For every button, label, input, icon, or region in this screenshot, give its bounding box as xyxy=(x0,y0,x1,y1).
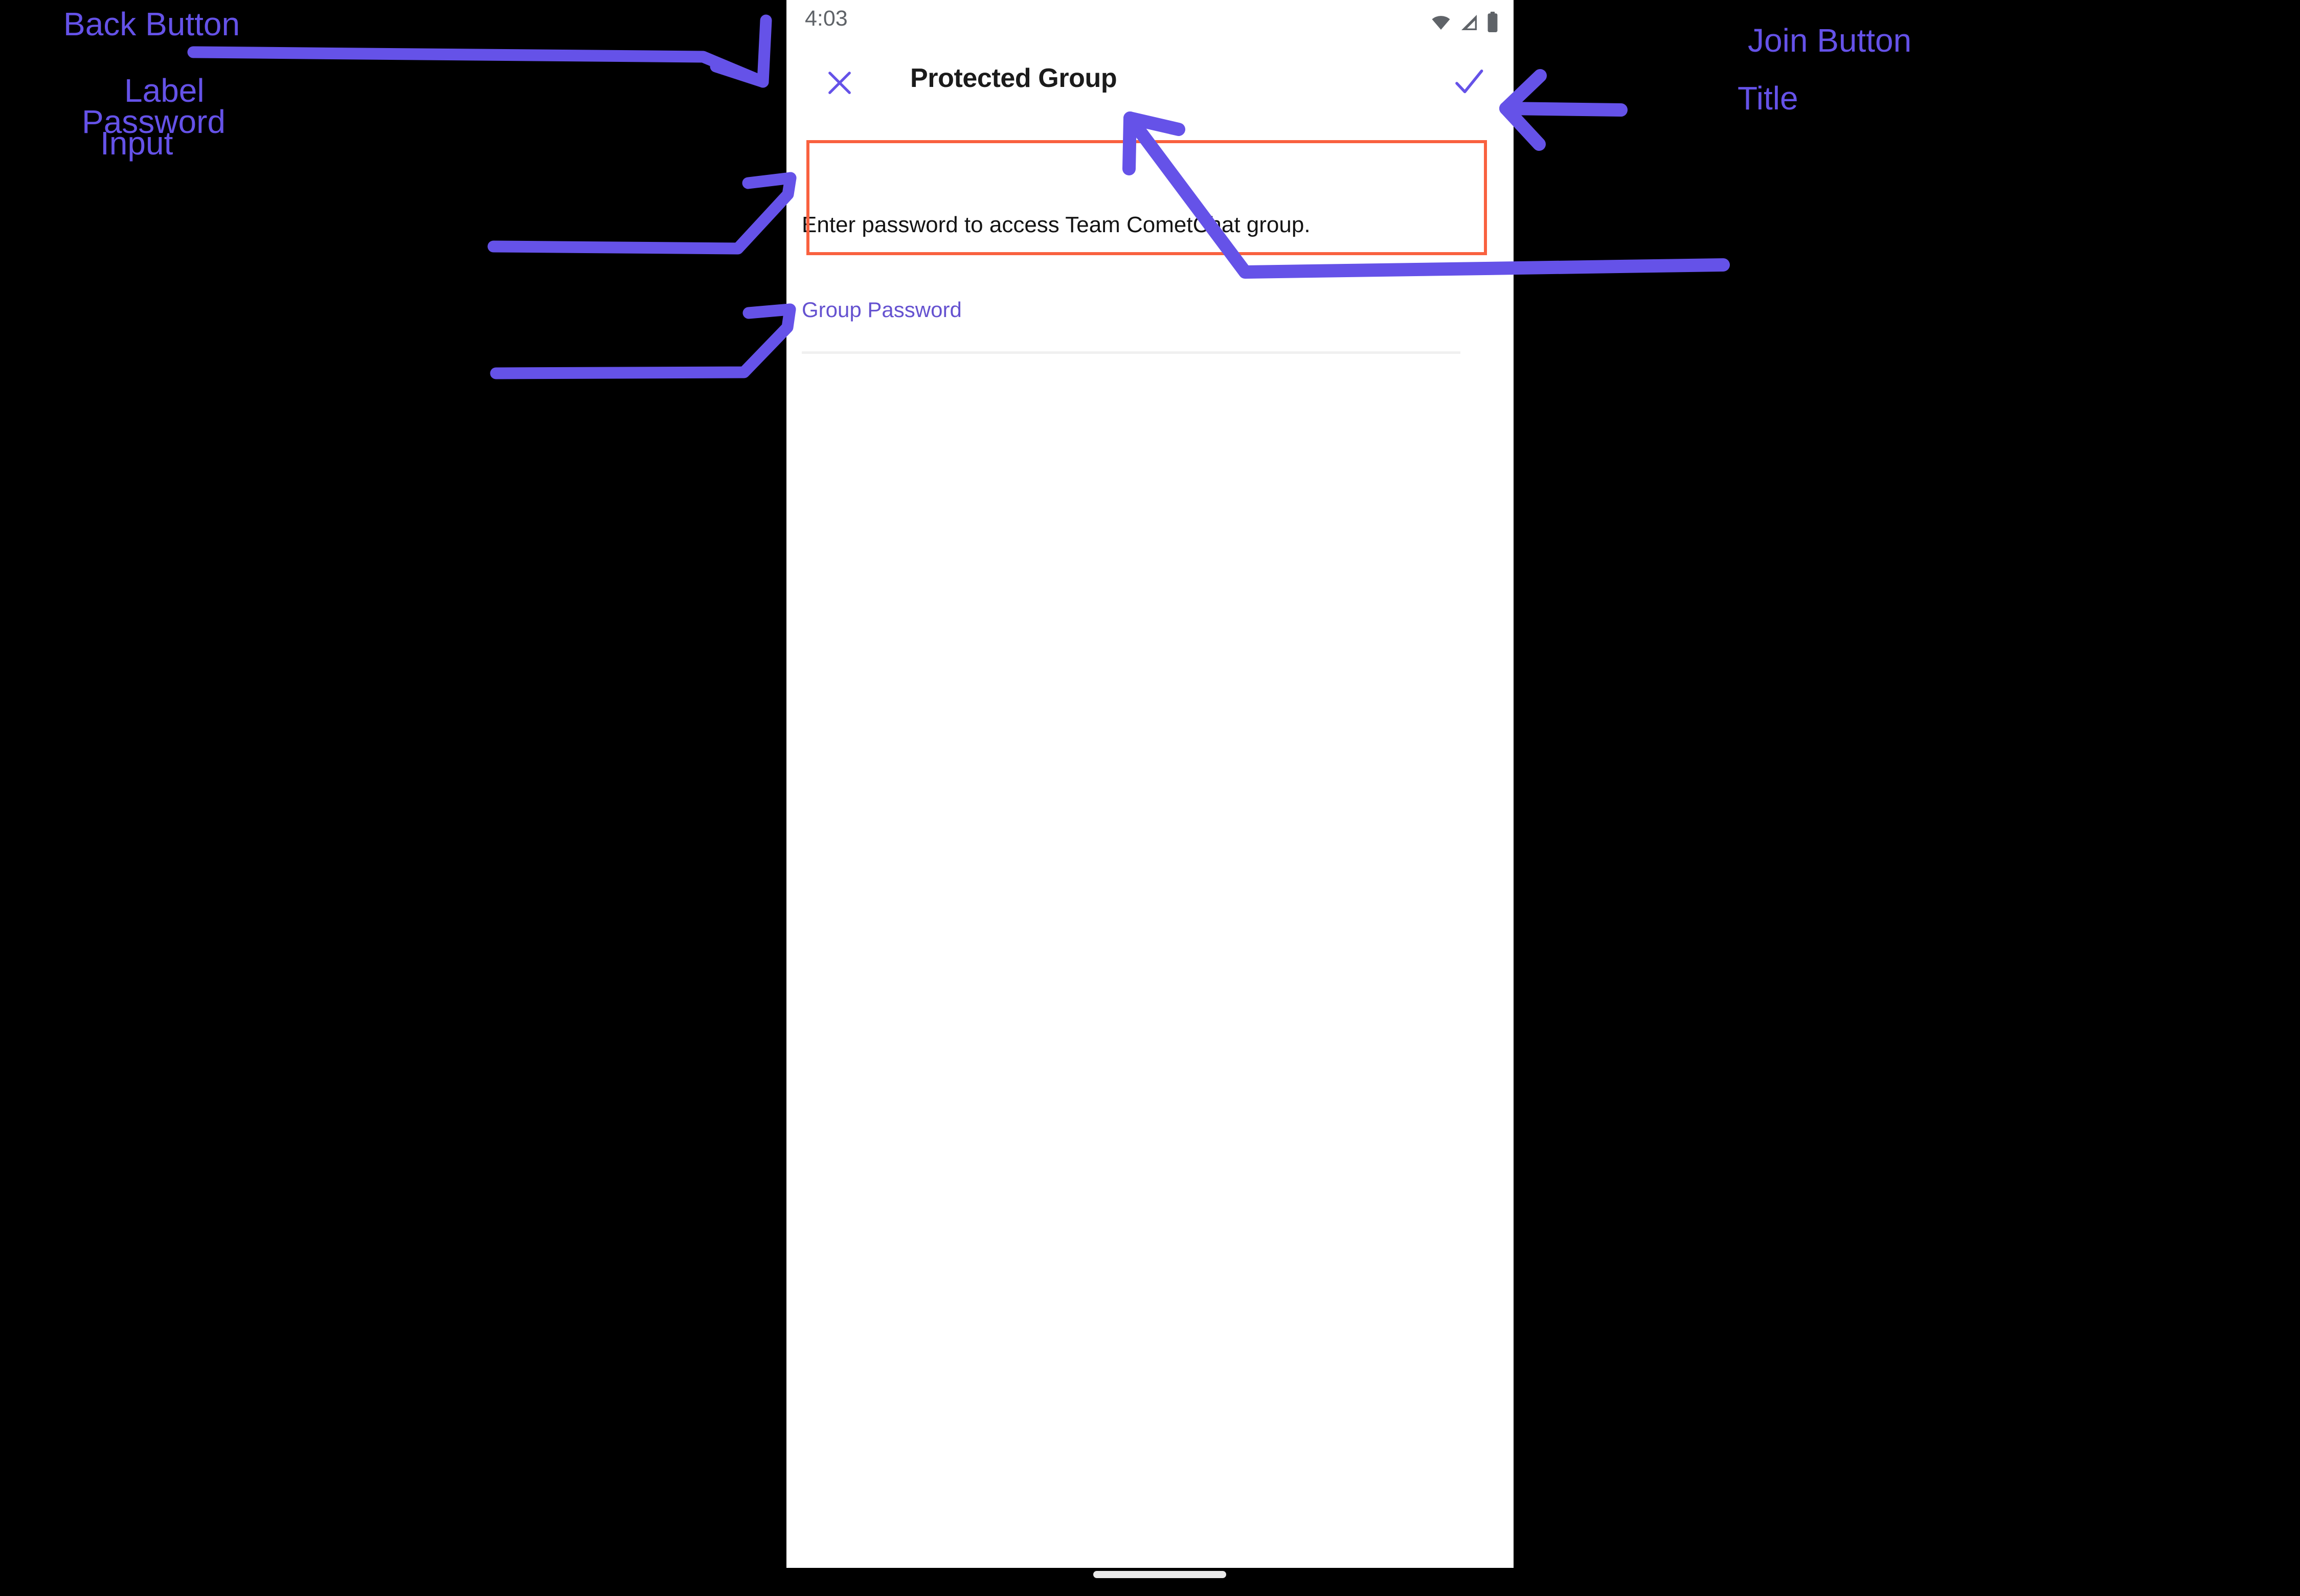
phone-screen: 4:03 xyxy=(786,0,1514,1568)
arrow-password-input xyxy=(490,303,796,379)
wifi-icon xyxy=(1430,12,1452,35)
cellular-signal-icon xyxy=(1458,12,1480,35)
status-bar: 4:03 xyxy=(786,0,1514,49)
annotation-label-back-button: Back Button xyxy=(63,6,240,42)
arrowhead-label xyxy=(742,172,797,189)
annotation-label-join-button: Join Button xyxy=(1748,22,1912,59)
arrow-label xyxy=(487,172,797,255)
check-icon xyxy=(1450,63,1488,104)
annotation-label-title: Title xyxy=(1738,80,1798,117)
page-title: Protected Group xyxy=(910,63,1117,93)
status-bar-clock: 4:03 xyxy=(805,6,848,31)
battery-icon xyxy=(1486,11,1499,35)
annotation-label-password-input-line2: Input xyxy=(100,125,173,162)
description-text: Enter password to access Team CometChat … xyxy=(802,212,1311,237)
annotation-label-label: Label xyxy=(124,72,205,109)
arrow-back-button xyxy=(187,46,769,88)
back-button[interactable] xyxy=(821,65,858,102)
password-input[interactable] xyxy=(802,344,1460,374)
arrow-join-button xyxy=(1499,102,1628,117)
annotation-label-password-input-line1: Password xyxy=(82,103,226,140)
join-button[interactable] xyxy=(1449,63,1489,103)
close-icon xyxy=(823,66,856,102)
group-password-label: Group Password xyxy=(802,298,962,322)
home-gesture-bar[interactable] xyxy=(1093,1571,1226,1578)
app-bar: Protected Group xyxy=(786,61,1514,129)
status-bar-icons xyxy=(1430,11,1499,35)
arrowhead-password-input xyxy=(742,303,796,319)
arrowhead-back-button xyxy=(710,14,772,88)
